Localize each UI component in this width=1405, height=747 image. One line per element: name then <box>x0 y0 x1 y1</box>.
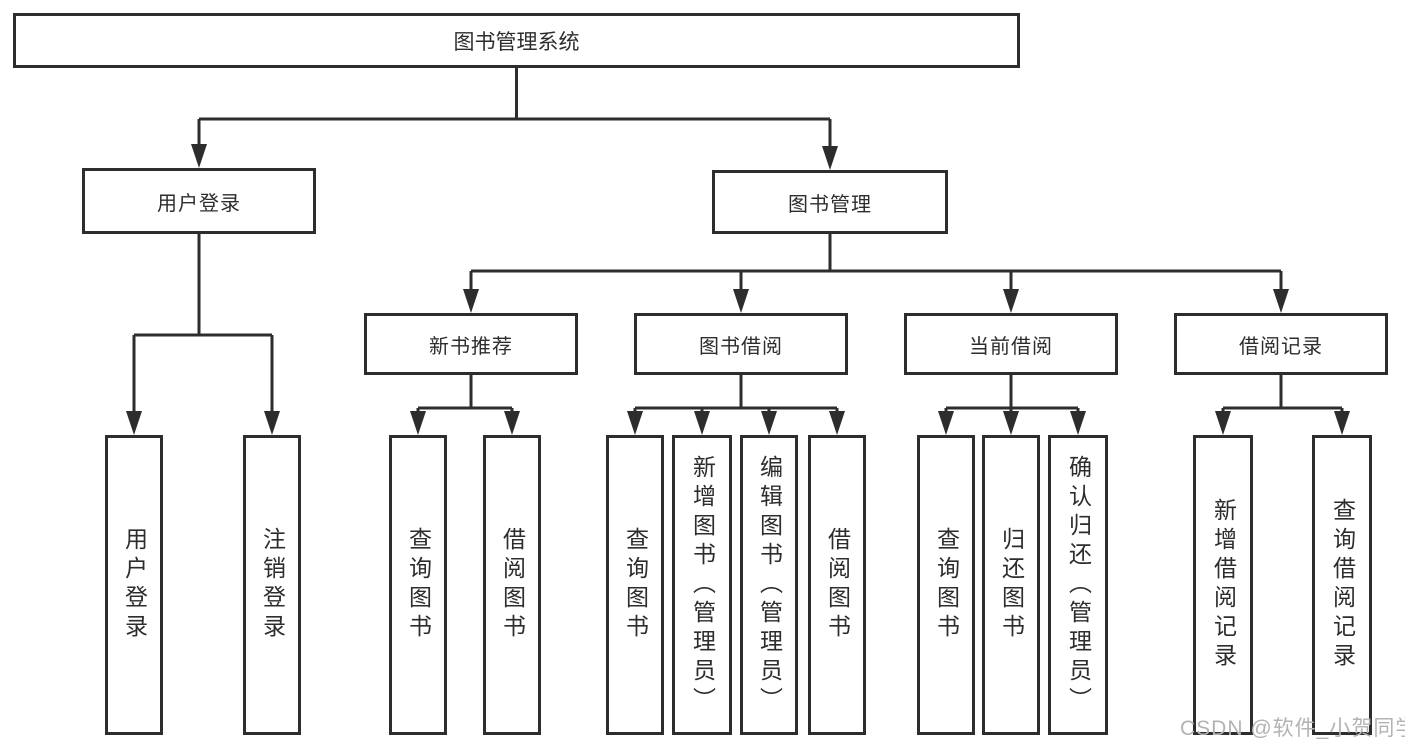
leaf-query-borrow-record: 查询借阅记录 <box>1312 435 1372 735</box>
leaf-confirm-return-admin: 确认归还（管理员） <box>1048 435 1108 735</box>
leaf-add-borrow-record: 新增借阅记录 <box>1193 435 1253 735</box>
node-new-book-recommend: 新书推荐 <box>364 313 578 375</box>
connector-borrow-records-to-leaves <box>1215 375 1350 435</box>
node-book-borrow: 图书借阅 <box>634 313 848 375</box>
leaf-logout: 注销登录 <box>243 435 301 735</box>
connector-new-book-recommend-to-leaves <box>410 375 520 435</box>
connector-root-to-level2 <box>191 68 838 170</box>
leaf-edit-books-admin: 编辑图书（管理员） <box>740 435 798 735</box>
connector-book-management-to-level3 <box>463 234 1289 313</box>
connector-user-login-to-leaves <box>126 234 280 435</box>
node-root-library-system: 图书管理系统 <box>13 13 1020 68</box>
leaf-borrow-books: 借阅图书 <box>808 435 866 735</box>
node-user-login: 用户登录 <box>82 168 316 234</box>
connector-book-borrow-to-leaves <box>627 375 845 435</box>
node-book-management: 图书管理 <box>712 170 948 234</box>
node-current-borrow: 当前借阅 <box>904 313 1118 375</box>
leaf-recommend-borrow-books: 借阅图书 <box>483 435 541 735</box>
leaf-recommend-query-books: 查询图书 <box>389 435 447 735</box>
leaf-user-login: 用户登录 <box>105 435 163 735</box>
connector-current-borrow-to-leaves <box>938 375 1086 435</box>
csdn-watermark: CSDN @软件_小贺同学 <box>1180 717 1405 740</box>
node-borrow-records: 借阅记录 <box>1174 313 1388 375</box>
leaf-borrow-query-books: 查询图书 <box>606 435 664 735</box>
leaf-current-query-books: 查询图书 <box>917 435 975 735</box>
leaf-return-books: 归还图书 <box>982 435 1040 735</box>
leaf-add-books-admin: 新增图书（管理员） <box>672 435 732 735</box>
